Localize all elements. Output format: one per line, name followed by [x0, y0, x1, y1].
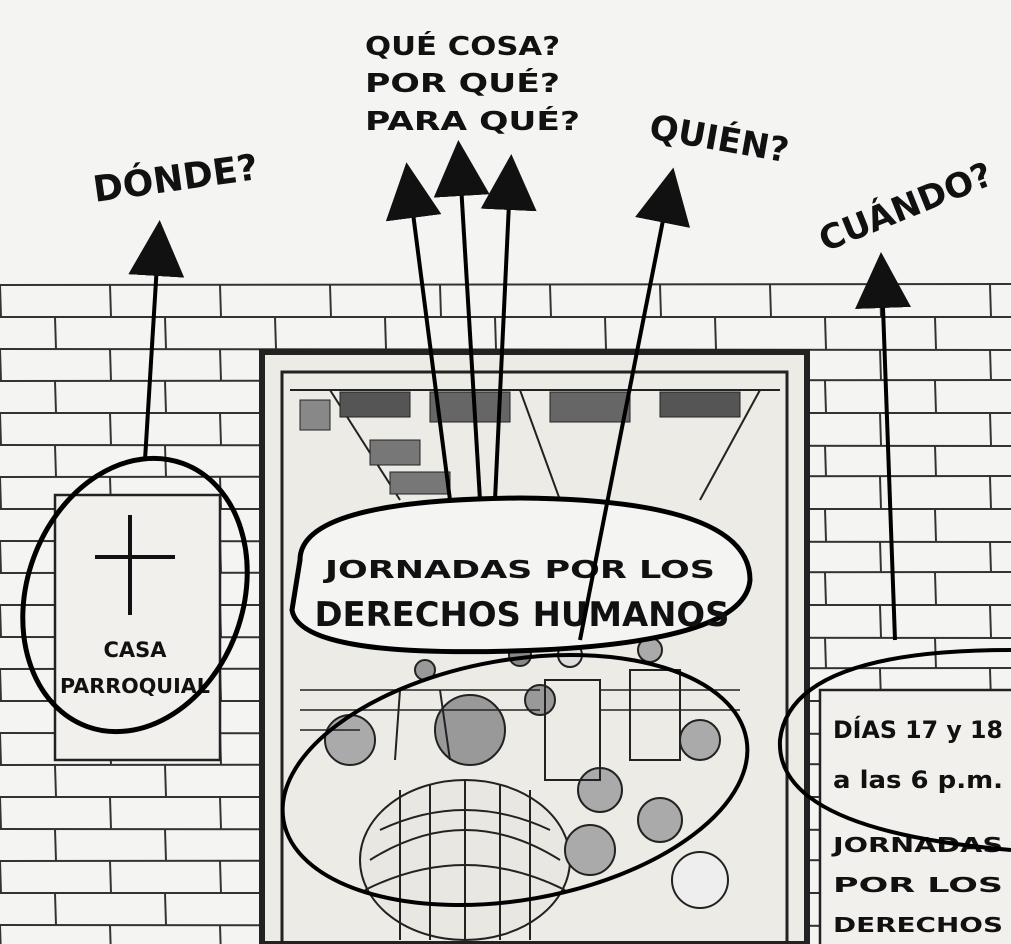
arrow-when	[882, 280, 895, 640]
poster-line4: POR LOS	[833, 873, 1003, 897]
parish-sign	[55, 495, 220, 760]
parish-sign-line1: CASA	[103, 638, 167, 662]
question-when: CUÁNDO?	[813, 154, 998, 261]
question-where: DÓNDE?	[90, 146, 260, 211]
banner-line2: DERECHOS HUMANOS	[315, 595, 730, 635]
poster-line2: a las 6 p.m.	[833, 766, 1003, 794]
question-what-for: PARA QUÉ?	[365, 105, 580, 137]
question-why: POR QUÉ?	[365, 67, 560, 99]
banner-line1: JORNADAS POR LOS	[322, 555, 715, 584]
poster-line1: DÍAS 17 y 18	[833, 715, 1003, 744]
question-who: QUIÉN?	[646, 106, 792, 171]
parish-sign-line2: PARROQUIAL	[60, 674, 210, 698]
question-what: QUÉ COSA?	[365, 30, 560, 62]
arrow-where	[145, 248, 158, 460]
poster-line5: DERECHOS	[833, 913, 1003, 937]
